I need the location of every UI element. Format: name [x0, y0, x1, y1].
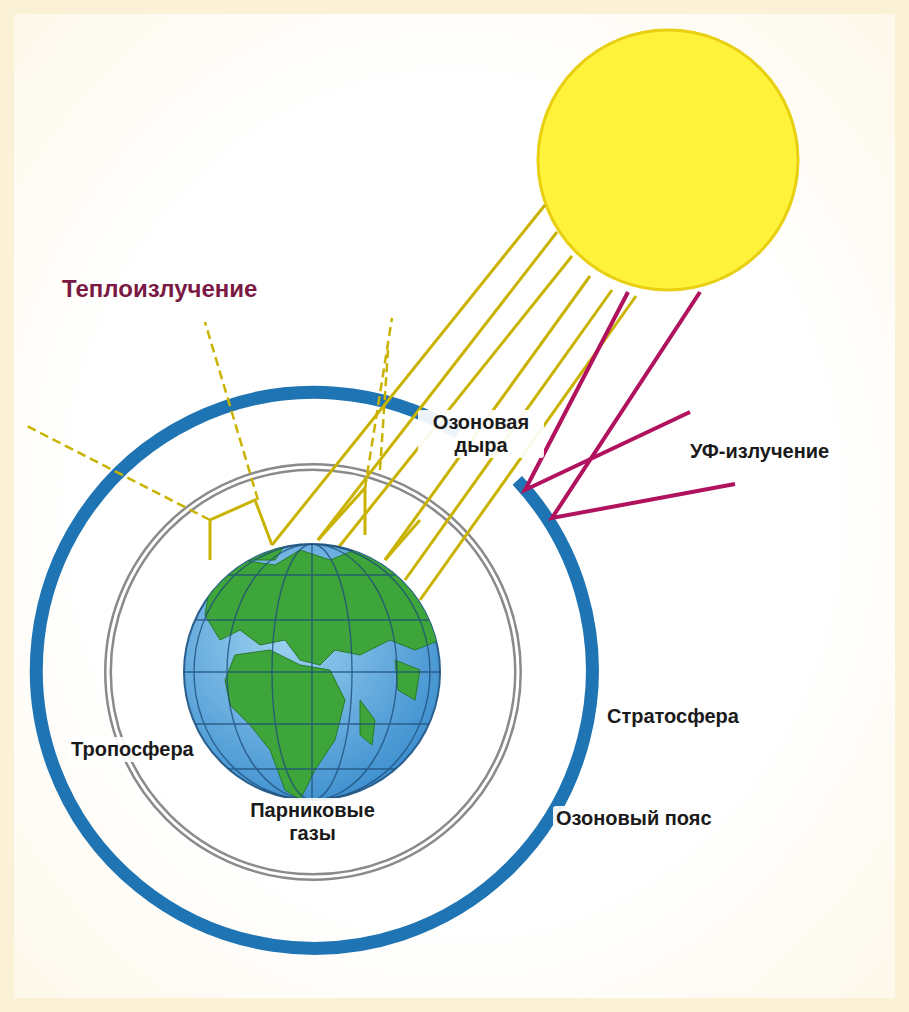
greenhouse-label: Парниковые газы [222, 798, 403, 846]
uv-rays [525, 292, 735, 518]
earth-globe [184, 540, 440, 800]
ozone-belt-label: Озоновый пояс [553, 806, 715, 831]
radiation-label: Теплоизлучение [62, 275, 257, 303]
ozone-hole-label: Озоновая дыра [418, 410, 544, 458]
sun [538, 30, 798, 290]
thermal-radiation [25, 318, 392, 520]
troposphere-label: Тропосфера [68, 737, 197, 762]
uv-label: УФ-излучение [690, 440, 829, 463]
stratosphere-label: Стратосфера [604, 704, 742, 729]
troposphere-ring [108, 467, 518, 877]
